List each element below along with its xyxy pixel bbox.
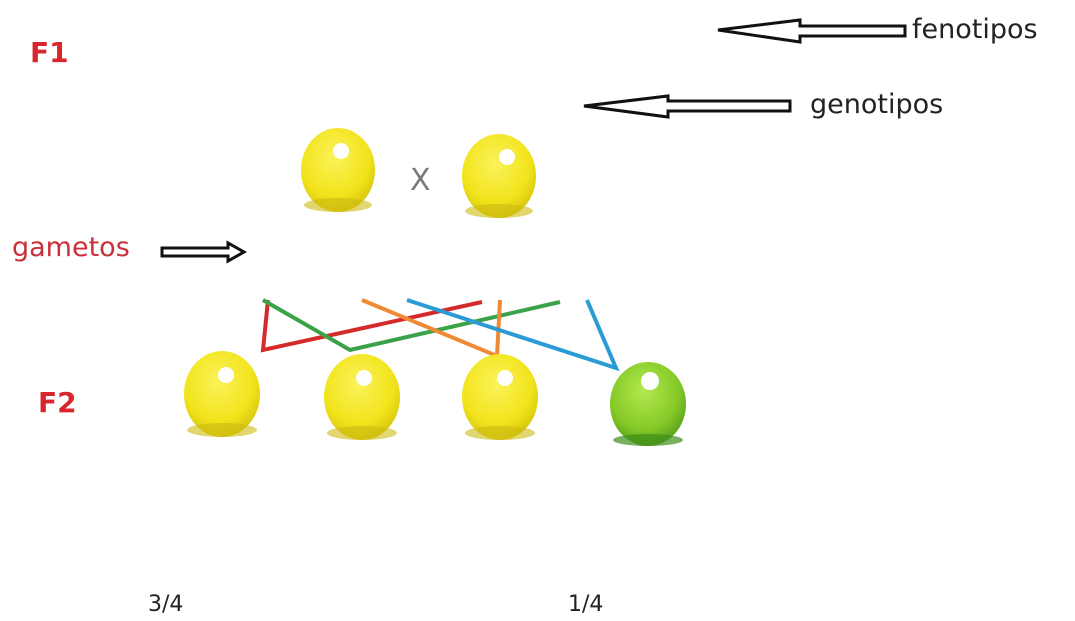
blue-gamete-line (406, 298, 620, 372)
recessive-ratio-label: 1/4 (568, 592, 604, 617)
genotype-arrow-icon (583, 94, 792, 119)
phenotype-arrow-icon (717, 18, 907, 44)
red-gamete-line (260, 299, 483, 353)
cross-symbol: X (410, 163, 431, 198)
gametes-label: gametos (12, 232, 130, 263)
dominant-ratio-label: 3/4 (148, 592, 184, 617)
offspring-seed-3 (462, 354, 538, 440)
parent-seed-right (462, 134, 536, 218)
offspring-seed-1 (184, 351, 260, 437)
phenotypes-label: fenotipos (912, 14, 1038, 45)
gametes-arrow-icon (160, 240, 248, 264)
genotypes-label: genotipos (810, 89, 944, 120)
f2-generation-label: F2 (38, 386, 77, 419)
offspring-seed-4-green (610, 362, 686, 446)
gamete-lines (260, 298, 620, 372)
green-gamete-line (262, 298, 561, 353)
f1-generation-label: F1 (30, 36, 69, 69)
offspring-seed-2 (324, 354, 400, 440)
parent-seed-left (301, 128, 375, 212)
